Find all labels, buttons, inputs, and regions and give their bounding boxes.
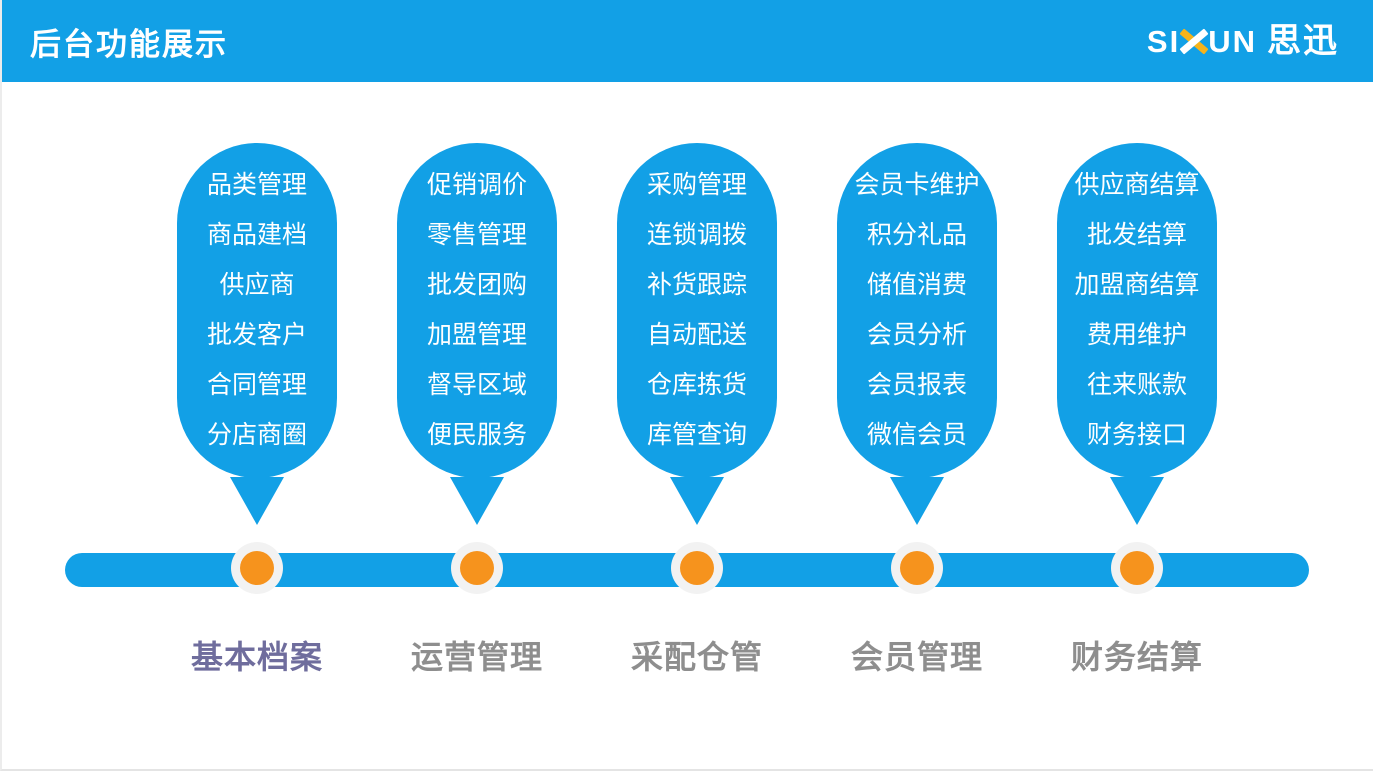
feature-item: 连锁调拨	[646, 221, 747, 249]
feature-item: 会员卡维护	[854, 171, 980, 199]
group-label-membership: 会员管理	[850, 639, 983, 675]
timeline-node	[671, 542, 723, 594]
feature-item: 品类管理	[206, 171, 307, 199]
logo-text-un: UN	[1208, 23, 1257, 59]
group-label-finance: 财务结算	[1070, 639, 1203, 675]
timeline-dot	[900, 551, 934, 585]
bubble-tail	[1110, 477, 1164, 525]
timeline-dot	[240, 551, 274, 585]
feature-item: 供应商	[219, 271, 295, 299]
feature-item: 自动配送	[646, 321, 747, 349]
feature-item: 便民服务	[426, 421, 527, 449]
feature-item: 储值消费	[866, 271, 967, 299]
feature-item: 分店商圈	[206, 421, 307, 449]
feature-item: 补货跟踪	[646, 271, 747, 299]
feature-item: 批发结算	[1086, 221, 1187, 249]
group-label-operations: 运营管理	[410, 639, 543, 675]
feature-item: 促销调价	[426, 171, 527, 199]
timeline-group-purchasing-warehouse: 采购管理 连锁调拨 补货跟踪 自动配送 仓库拣货 库管查询 采配仓管	[587, 143, 807, 678]
brand-logo: SI UN 思迅	[1147, 24, 1339, 58]
group-label-basic-files: 基本档案	[190, 639, 323, 675]
timeline-group-membership: 会员卡维护 积分礼品 储值消费 会员分析 会员报表 微信会员 会员管理	[807, 143, 1027, 678]
timeline-node	[451, 542, 503, 594]
feature-bubble: 采购管理 连锁调拨 补货跟踪 自动配送 仓库拣货 库管查询	[617, 143, 777, 478]
feature-item: 批发团购	[426, 271, 527, 299]
bubble-tail	[450, 477, 504, 525]
feature-item: 微信会员	[866, 421, 967, 449]
timeline-node	[231, 542, 283, 594]
feature-item: 合同管理	[206, 371, 307, 399]
logo-text-cn: 思迅	[1267, 22, 1339, 60]
feature-item: 仓库拣货	[646, 371, 747, 399]
feature-item: 库管查询	[646, 421, 747, 449]
header-bar: 后台功能展示 SI UN 思迅	[2, 0, 1373, 82]
timeline-group-basic-files: 品类管理 商品建档 供应商 批发客户 合同管理 分店商圈 基本档案	[147, 143, 367, 678]
feature-item: 会员报表	[866, 371, 967, 399]
feature-item: 加盟商结算	[1074, 271, 1200, 299]
feature-item: 费用维护	[1086, 321, 1187, 349]
feature-item: 积分礼品	[866, 221, 967, 249]
feature-item: 往来账款	[1086, 371, 1187, 399]
timeline-dot	[460, 551, 494, 585]
timeline-group-finance: 供应商结算 批发结算 加盟商结算 费用维护 往来账款 财务接口 财务结算	[1027, 143, 1247, 678]
feature-item: 供应商结算	[1074, 171, 1200, 199]
feature-item: 商品建档	[206, 221, 307, 249]
page-title: 后台功能展示	[30, 26, 228, 62]
timeline-groups: 品类管理 商品建档 供应商 批发客户 合同管理 分店商圈 基本档案 促销调价 零…	[147, 143, 1247, 678]
group-label-purchasing-warehouse: 采配仓管	[630, 639, 763, 675]
bubble-tail	[890, 477, 944, 525]
logo-x-icon	[1179, 28, 1209, 55]
feature-item: 财务接口	[1086, 421, 1187, 449]
timeline-node	[891, 542, 943, 594]
logo-text-si: SI	[1146, 23, 1181, 59]
feature-item: 加盟管理	[426, 321, 527, 349]
feature-item: 采购管理	[646, 171, 747, 199]
timeline-dot	[1120, 551, 1154, 585]
bubble-tail	[670, 477, 724, 525]
feature-item: 批发客户	[206, 321, 307, 349]
timeline-node	[1111, 542, 1163, 594]
feature-item: 督导区域	[426, 371, 527, 399]
bubble-tail	[230, 477, 284, 525]
feature-item: 零售管理	[426, 221, 527, 249]
feature-bubble: 会员卡维护 积分礼品 储值消费 会员分析 会员报表 微信会员	[837, 143, 997, 478]
feature-item: 会员分析	[866, 321, 967, 349]
timeline-group-operations: 促销调价 零售管理 批发团购 加盟管理 督导区域 便民服务 运营管理	[367, 143, 587, 678]
feature-bubble: 促销调价 零售管理 批发团购 加盟管理 督导区域 便民服务	[397, 143, 557, 478]
feature-bubble: 品类管理 商品建档 供应商 批发客户 合同管理 分店商圈	[177, 143, 337, 478]
timeline-dot	[680, 551, 714, 585]
feature-bubble: 供应商结算 批发结算 加盟商结算 费用维护 往来账款 财务接口	[1057, 143, 1217, 478]
